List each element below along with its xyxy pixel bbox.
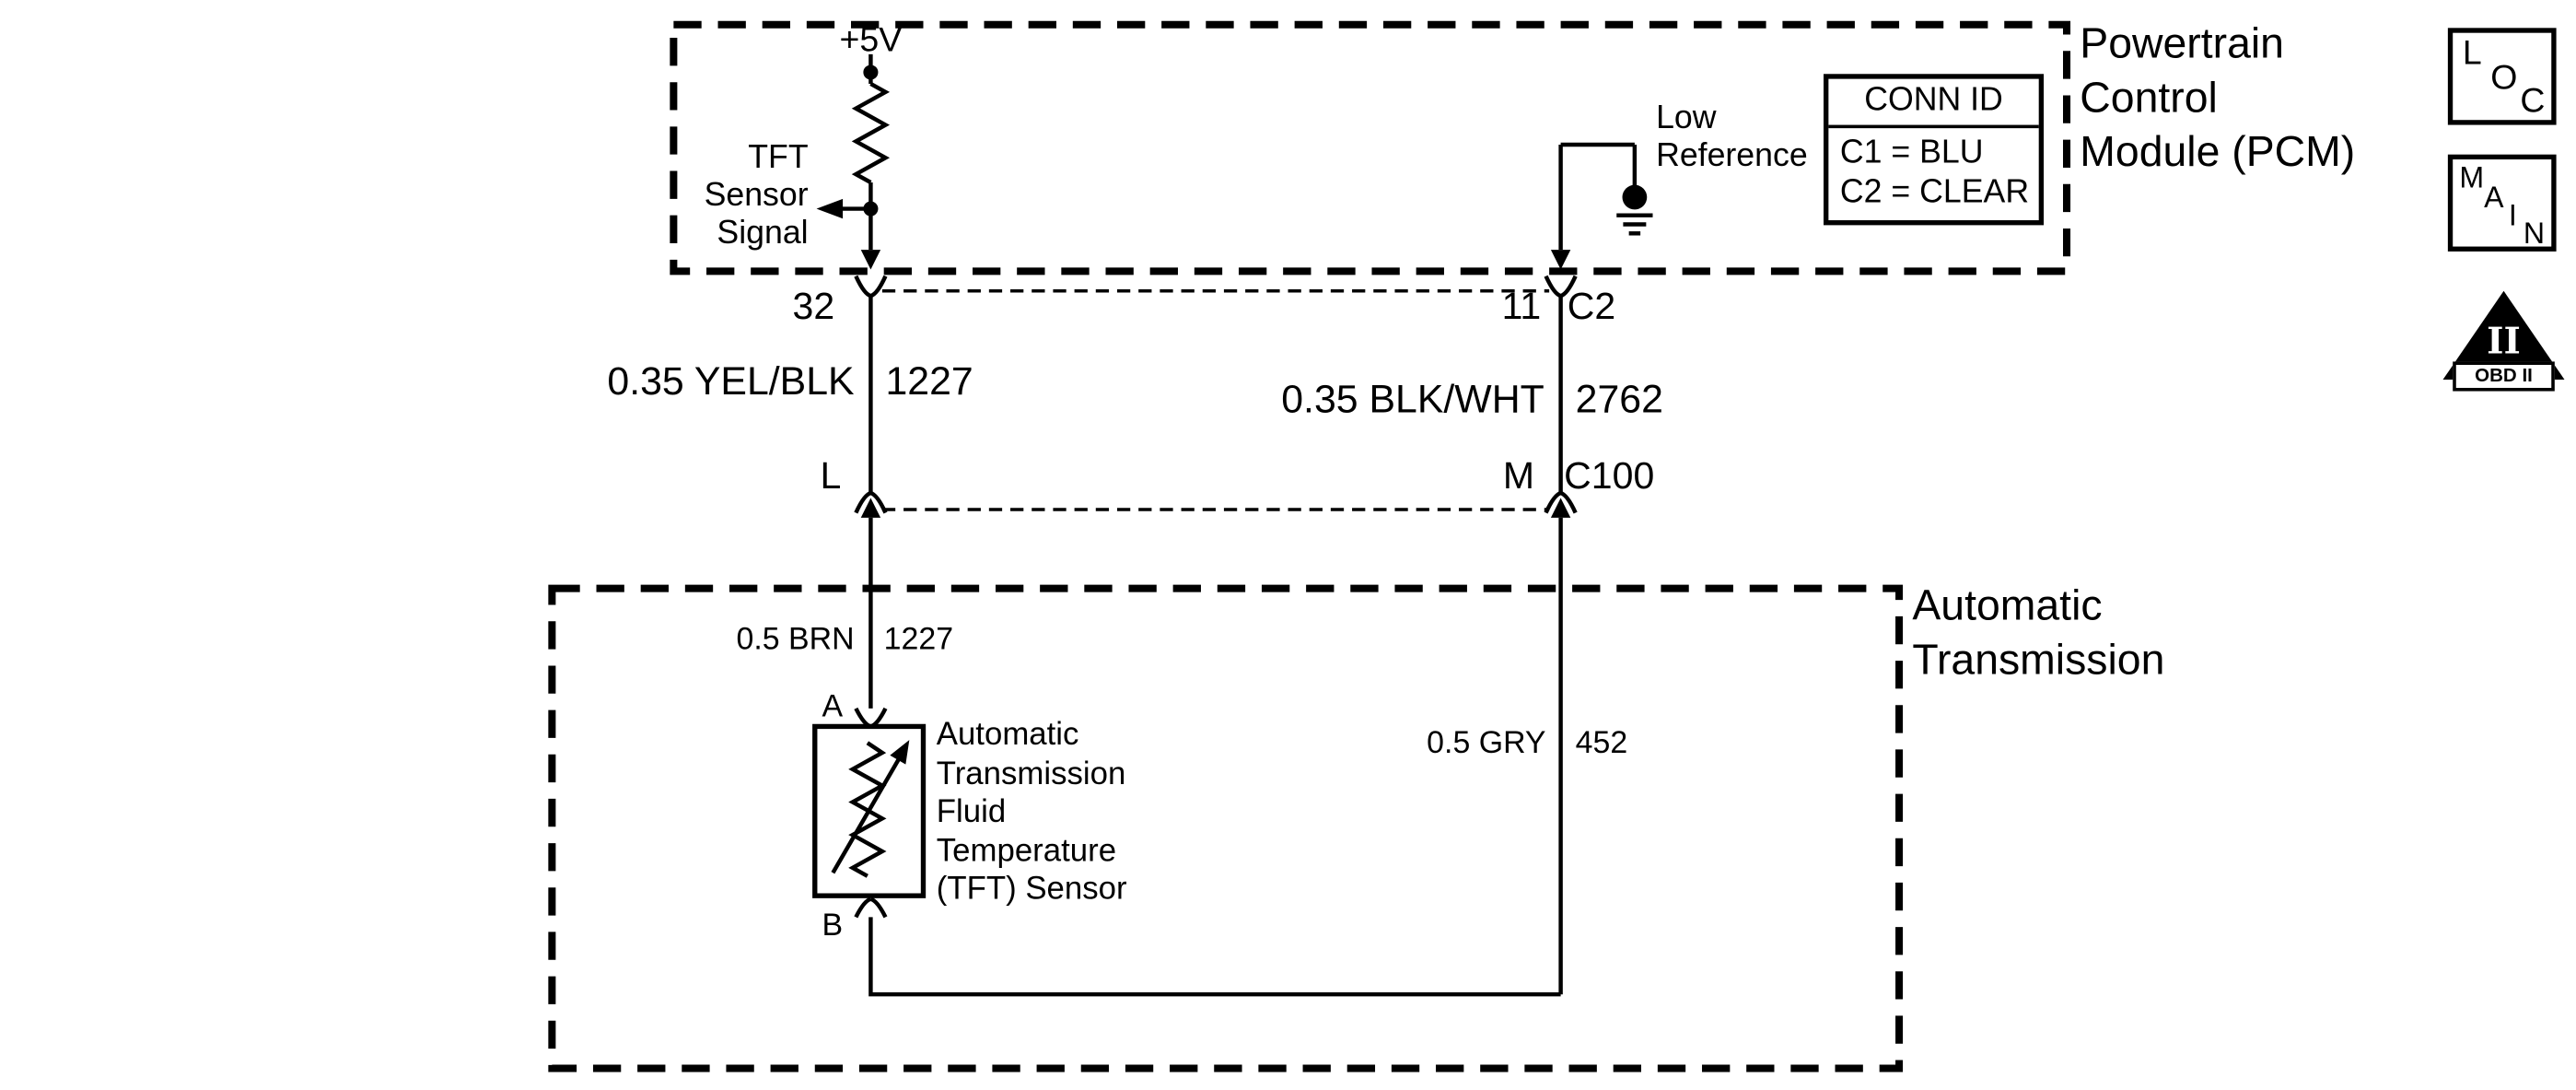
obdii-label: OBD II [2453,361,2555,392]
tft-signal-line2: Sensor [704,177,809,214]
main-letter-i: I [2508,198,2517,232]
conn-id-table: CONN ID C1 = BLU C2 = CLEAR [1824,74,2045,226]
obdii-triangle [2442,290,2565,381]
c100-pin-L-arrowhead [860,498,881,518]
transmission-title: Automatic Transmission [1912,579,2164,687]
loc-letter-l: L [2462,34,2482,73]
pcm-title: Powertrain Control Module (PCM) [2080,17,2355,180]
junction-dot-5v [863,64,879,80]
c100-pin-L-label: L [820,453,842,497]
c100-pin-M-arrowhead [1550,498,1571,518]
wire-circuit-452: 452 [1575,726,1628,761]
tft-signal-label: TFT Sensor Signal [654,140,809,253]
conn-id-row-c2: C2 = CLEAR [1839,174,2030,211]
tft-sensor-label-line4: Temperature [936,832,1117,870]
wire-circuit-1227-lower: 1227 [883,623,954,658]
pin32-down-arrowhead [860,250,881,270]
transmission-box [548,584,1904,1072]
low-reference-label: Low Reference [1656,100,1808,176]
wire-spec-blk-wht: 0.35 BLK/WHT [1281,378,1544,423]
wire-spec-gry: 0.5 GRY [1427,726,1546,761]
tft-signal-line3: Signal [717,215,809,252]
pullup-resistor-circuit [816,53,891,270]
pcm-box [670,20,2071,275]
loc-letter-c: C [2520,82,2546,121]
tft-signal-arrowhead [816,198,844,219]
transmission-title-line1: Automatic [1912,580,2103,630]
loc-badge: L O C [2447,28,2557,125]
tft-sensor-symbol [812,707,927,919]
main-letter-m: M [2459,160,2485,194]
low-reference-line2: Reference [1656,137,1808,175]
wire-circuit-1227-upper: 1227 [885,359,973,404]
low-reference-circuit [1550,142,1653,270]
sensor-pin-A-connector [854,707,888,729]
wire-circuit-2762: 2762 [1575,378,1663,423]
wire-spec-brn: 0.5 BRN [736,623,855,658]
loc-letter-o: O [2490,59,2518,98]
tft-sensor-label: Automatic Transmission Fluid Temperature… [937,717,1127,910]
conn-id-title: CONN ID [1828,79,2039,129]
sensor-pin-B-connector [854,897,888,919]
pcm-title-line2: Control [2080,72,2218,123]
main-letter-a: A [2484,181,2504,214]
c100-pin-M-connector [1544,490,1578,514]
low-reference-line1: Low [1656,100,1717,137]
variable-resistor-arrowhead [890,740,910,765]
wire-sensor-return [868,917,1561,997]
c100-pin-L-connector [854,490,888,514]
pcm-connector-c2-label: C2 [1567,284,1616,327]
transmission-title-line2: Transmission [1912,634,2165,685]
sensor-pin-A-label: A [822,690,844,725]
pcm-title-line1: Powertrain [2080,18,2284,68]
pullup-resistor [851,82,891,184]
c100-pin-M-label: M [1502,453,1535,497]
ground-symbol [1616,184,1653,236]
sensor-pin-B-label: B [822,908,844,943]
main-badge: M A I N [2447,154,2557,252]
pcm-title-line3: Module (PCM) [2080,126,2356,176]
tft-signal-line1: TFT [748,139,809,176]
pcm-pin-32-label: 32 [792,284,835,327]
conn-id-row-c1: C1 = BLU [1839,135,1984,171]
obdii-numeral: II [2487,320,2521,364]
tft-sensor-label-line5: (TFT) Sensor [936,872,1127,908]
pcm-pin-11-label: 11 [1501,284,1542,327]
ground-dot [1622,184,1648,210]
wire-spec-yel-blk: 0.35 YEL/BLK [607,359,855,404]
tft-sensor-label-line1: Automatic [936,716,1079,753]
c100-name-label: C100 [1564,453,1655,497]
tft-sensor-outline [812,723,927,898]
tft-sensor-label-line2: Transmission [936,755,1126,792]
pcm-pin11-connector [1544,275,1578,299]
pcm-pin32-connector [854,275,888,299]
tft-sensor-label-line3: Fluid [936,793,1007,831]
pin11-down-arrowhead [1550,250,1571,270]
main-letter-n: N [2523,217,2546,251]
supply-5v-label: +5V [839,21,903,60]
